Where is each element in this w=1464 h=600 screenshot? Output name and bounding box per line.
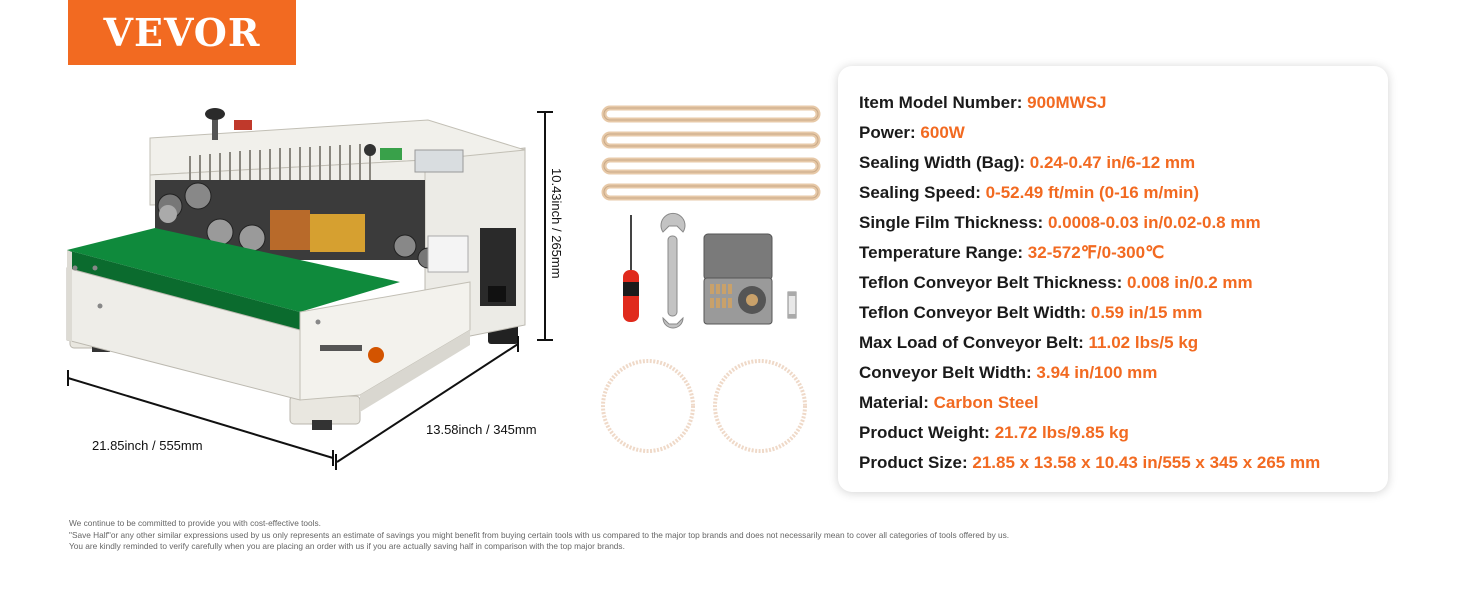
spec-row-belt-width: Teflon Conveyor Belt Width: 0.59 in/15 m… [859,303,1203,322]
dimension-lines [67,111,553,470]
vevor-logo: VEVOR [68,0,296,65]
disclaimer: We continue to be committed to provide y… [69,518,1009,553]
spec-row-sealing-speed: Sealing Speed: 0-52.49 ft/min (0-16 m/mi… [859,183,1200,202]
disclaimer-line: We continue to be committed to provide y… [69,518,321,528]
spec-row-weight: Product Weight: 21.72 lbs/9.85 kg [859,423,1129,442]
spec-row-temperature-range: Temperature Range: 32-572℉/0-300℃ [859,243,1165,262]
wrench [660,212,686,329]
disclaimer-line: "Save Half"or any other similar expressi… [69,529,1010,540]
spec-row-material: Material: Carbon Steel [859,393,1039,412]
spec-row-size: Product Size: 21.85 x 13.58 x 10.43 in/5… [859,453,1321,472]
teflon-belts [601,105,821,201]
spec-row-max-load: Max Load of Conveyor Belt: 11.02 lbs/5 k… [859,333,1199,352]
spec-row-belt-thickness: Teflon Conveyor Belt Thickness: 0.008 in… [859,273,1253,292]
spec-row-conveyor-width: Conveyor Belt Width: 3.94 in/100 mm [859,363,1158,382]
band-sealer-machine [66,108,526,430]
spec-row-power: Power: 600W [859,123,965,142]
spec-row-model: Item Model Number: 900MWSJ [859,93,1107,112]
spec-row-sealing-width: Sealing Width (Bag): 0.24-0.47 in/6-12 m… [859,153,1196,172]
character-set-box [703,233,773,325]
depth-dimension-label: 13.58inch / 345mm [426,422,537,437]
spec-row-film-thickness: Single Film Thickness: 0.0008-0.03 in/0.… [859,213,1261,232]
screwdriver [623,215,639,322]
fuse [787,291,797,319]
specifications-card: Item Model Number: 900MWSJ Power: 600W S… [838,66,1388,492]
round-belts [601,359,807,453]
disclaimer-line: You are kindly reminded to verify carefu… [69,541,625,551]
width-dimension-label: 21.85inch / 555mm [92,438,203,453]
height-dimension-label: 10.43inch / 265mm [549,168,564,279]
